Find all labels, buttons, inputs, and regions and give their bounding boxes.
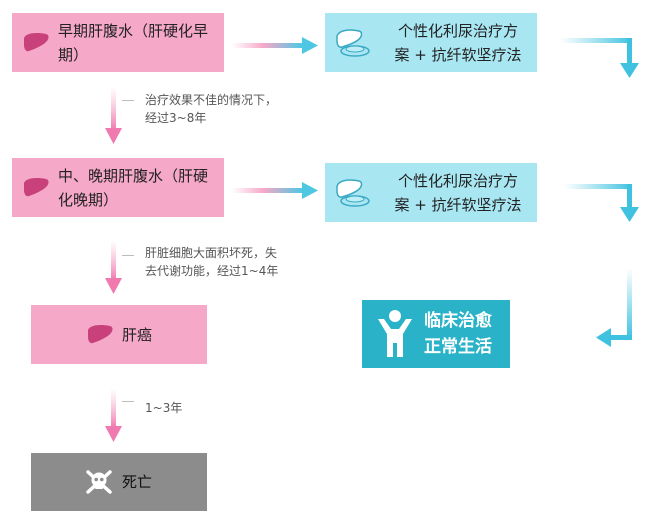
outcome-box: 临床治愈 正常生活 <box>362 300 510 368</box>
liver-icon <box>86 324 114 346</box>
stage-mid-late-box: 中、晚期肝腹水（肝硬化晚期） <box>12 158 224 217</box>
treatment-label-2: 个性化利尿治疗方 案 + 抗纤软坚疗法 <box>379 169 537 217</box>
note-early-to-mid-line1: 治疗效果不佳的情况下， <box>145 93 278 107</box>
note-cancer-to-death: 1~3年 <box>145 399 182 417</box>
stage-mid-late-label: 中、晚期肝腹水（肝硬化晚期） <box>58 166 209 209</box>
arrow-mid-to-treatment <box>232 182 318 199</box>
arrow-treatment2-elbow <box>564 184 639 222</box>
note-dash <box>122 255 134 256</box>
skull-crossbones-icon <box>86 470 112 494</box>
treatment-line2: 案 + 抗纤软坚疗法 <box>394 195 522 214</box>
arrow-mid-to-cancer <box>105 240 122 294</box>
arrow-treatment1-elbow <box>560 38 639 78</box>
stage-death-label: 死亡 <box>121 473 152 491</box>
treatment-line1: 个性化利尿治疗方 <box>397 171 518 190</box>
liver-plate-icon <box>333 176 373 210</box>
stage-death-box: 死亡 <box>31 453 207 511</box>
liver-icon <box>22 32 50 54</box>
arrow-early-to-mid <box>105 86 122 144</box>
outcome-line1: 临床治愈 <box>424 311 492 331</box>
liver-plate-icon <box>333 26 373 60</box>
note-dash <box>122 401 134 402</box>
stage-cancer-label: 肝癌 <box>121 325 152 344</box>
outcome-line2: 正常生活 <box>424 337 492 357</box>
arrow-early-to-treatment <box>232 37 318 54</box>
person-icon <box>376 309 414 359</box>
treatment-line2: 案 + 抗纤软坚疗法 <box>394 45 522 64</box>
liver-icon <box>22 177 50 199</box>
treatment-label-1: 个性化利尿治疗方 案 + 抗纤软坚疗法 <box>379 19 537 67</box>
note-mid-to-cancer-line2: 去代谢功能，经过1~4年 <box>145 264 279 278</box>
arrow-to-outcome <box>596 268 632 347</box>
stage-early-box: 早期肝腹水（肝硬化早期） <box>12 13 224 72</box>
arrow-cancer-to-death <box>105 388 122 442</box>
stage-cancer-box: 肝癌 <box>31 305 207 364</box>
treatment-line1: 个性化利尿治疗方 <box>397 21 518 40</box>
stage-early-label: 早期肝腹水（肝硬化早期） <box>58 21 209 64</box>
treatment-box-1: 个性化利尿治疗方 案 + 抗纤软坚疗法 <box>325 13 537 72</box>
note-mid-to-cancer-line1: 肝脏细胞大面积坏死，失 <box>145 246 278 260</box>
outcome-label: 临床治愈 正常生活 <box>424 308 492 360</box>
note-mid-to-cancer: 肝脏细胞大面积坏死，失 去代谢功能，经过1~4年 <box>145 244 278 280</box>
note-dash <box>122 100 134 101</box>
note-early-to-mid-line2: 经过3~8年 <box>145 111 207 125</box>
treatment-box-2: 个性化利尿治疗方 案 + 抗纤软坚疗法 <box>325 163 537 222</box>
note-cancer-to-death-line1: 1~3年 <box>145 401 183 415</box>
note-early-to-mid: 治疗效果不佳的情况下， 经过3~8年 <box>145 91 277 127</box>
